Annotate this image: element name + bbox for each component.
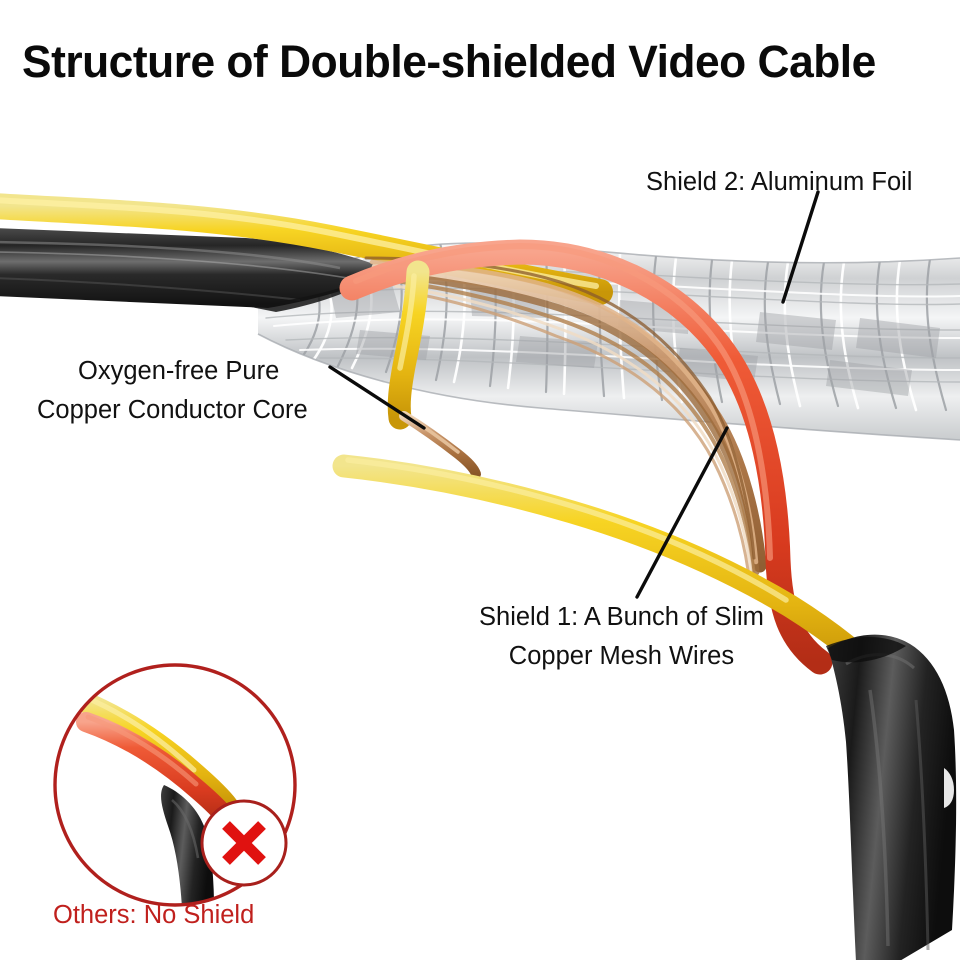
inset-circle [53,663,297,907]
outer-jacket-left [0,228,394,312]
annotation-shield1: Shield 1: A Bunch of Slim Copper Mesh Wi… [479,598,764,676]
inset-caption: Others: No Shield [53,901,255,929]
yellow-wire-lower [332,454,880,676]
no-shield-inset [53,663,297,907]
red-wire [339,239,833,675]
outer-jacket-right [826,634,957,960]
annotation-core-line1: Oxygen-free Pure [78,357,280,385]
annotation-shield2: Shield 2: Aluminum Foil [646,163,912,202]
annotation-shield1-line2: Copper Mesh Wires [508,642,735,670]
annotation-core-line2: Copper Conductor Core [37,396,308,424]
annotation-shield2-line1: Shield 2: Aluminum Foil [646,168,913,196]
x-mark-icon [222,821,266,865]
page-title: Structure of Double-shielded Video Cable [22,36,876,87]
leader-line-core [328,365,426,430]
leader-line-shield1 [635,426,729,599]
leader-line-shield2 [781,190,820,304]
annotation-core: Oxygen-free Pure Copper Conductor Core [37,352,308,430]
annotation-shield1-line1: Shield 1: A Bunch of Slim [479,603,764,631]
leader-lines [328,190,820,599]
copper-mesh-shield-strands [364,256,767,588]
